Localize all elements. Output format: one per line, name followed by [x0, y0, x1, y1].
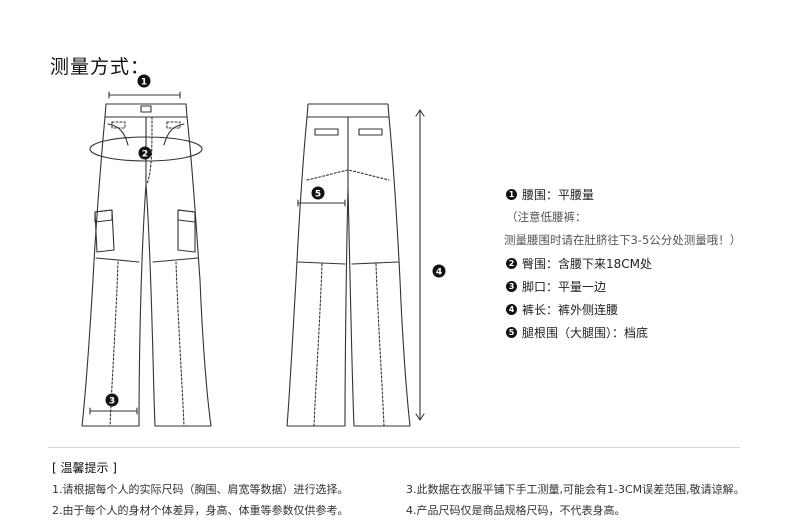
marker-5: 5 — [311, 186, 325, 200]
svg-text:1: 1 — [141, 78, 147, 88]
legend-waist-text: 腰围：平腰量 — [522, 188, 595, 202]
measurement-legend: 1 腰围：平腰量 （注意低腰裤： 测量腰围时请在肚脐往下3-5公分处测量哦！） … — [504, 183, 742, 344]
legend-item-hem: 3 脚口：平量一边 — [506, 275, 741, 298]
section-divider — [48, 447, 740, 448]
tip-2: 2.由于每个人的身材个体差异，身高、体重等参数仅供参考。 — [52, 504, 349, 517]
legend-note-lowrise: （注意低腰裤： — [506, 210, 587, 224]
svg-text:5: 5 — [315, 190, 321, 200]
svg-text:4: 4 — [436, 268, 442, 278]
legend-length-text: 裤长：裤外侧连腰 — [522, 303, 619, 317]
back-pants-drawing — [286, 103, 411, 427]
tips-title: [ 温馨提示 ] — [52, 461, 117, 475]
legend-item-length: 4 裤长：裤外侧连腰 — [506, 298, 741, 321]
measure-hem-line — [89, 407, 138, 415]
legend-number-3: 3 — [506, 281, 517, 292]
legend-note-measure: 测量腰围时请在肚脐往下3-5公分处测量哦！） — [504, 233, 742, 247]
tip-1: 1.请根据每个人的实际尺码（胸围、肩宽等数据）进行选择。 — [52, 483, 349, 496]
tip-3: 3.此数据在衣服平铺下手工测量,可能会有1-3CM误差范围,敬请谅解。 — [406, 483, 745, 496]
legend-thigh-text: 腿根围（大腿围）：档底 — [522, 326, 649, 340]
legend-hip-text: 臀围：含腰下来18CM处 — [522, 257, 653, 271]
legend-item-thigh: 5 腿根围（大腿围）：档底 — [506, 321, 741, 344]
marker-1: 1 — [137, 74, 151, 88]
legend-item-hip: 2 臀围：含腰下来18CM处 — [506, 252, 741, 275]
legend-item-waist: 1 腰围：平腰量 — [506, 183, 741, 206]
marker-3: 3 — [105, 393, 119, 407]
legend-number-4: 4 — [506, 304, 517, 315]
legend-number-2: 2 — [506, 258, 517, 269]
page-title: 测量方式： — [50, 56, 151, 78]
svg-text:3: 3 — [109, 397, 115, 407]
legend-hem-text: 脚口：平量一边 — [522, 280, 607, 294]
marker-2: 2 — [138, 146, 152, 160]
measure-hip-ring — [89, 136, 203, 162]
legend-number-1: 1 — [506, 189, 517, 200]
tip-4: 4.产品尺码仅是商品规格尺码，不代表身高。 — [406, 504, 626, 517]
measure-length-line — [415, 109, 425, 421]
marker-4: 4 — [432, 264, 446, 278]
measure-waist-line — [108, 91, 181, 99]
svg-text:2: 2 — [142, 150, 148, 160]
legend-number-5: 5 — [506, 327, 517, 338]
measure-thigh-line — [297, 199, 346, 207]
